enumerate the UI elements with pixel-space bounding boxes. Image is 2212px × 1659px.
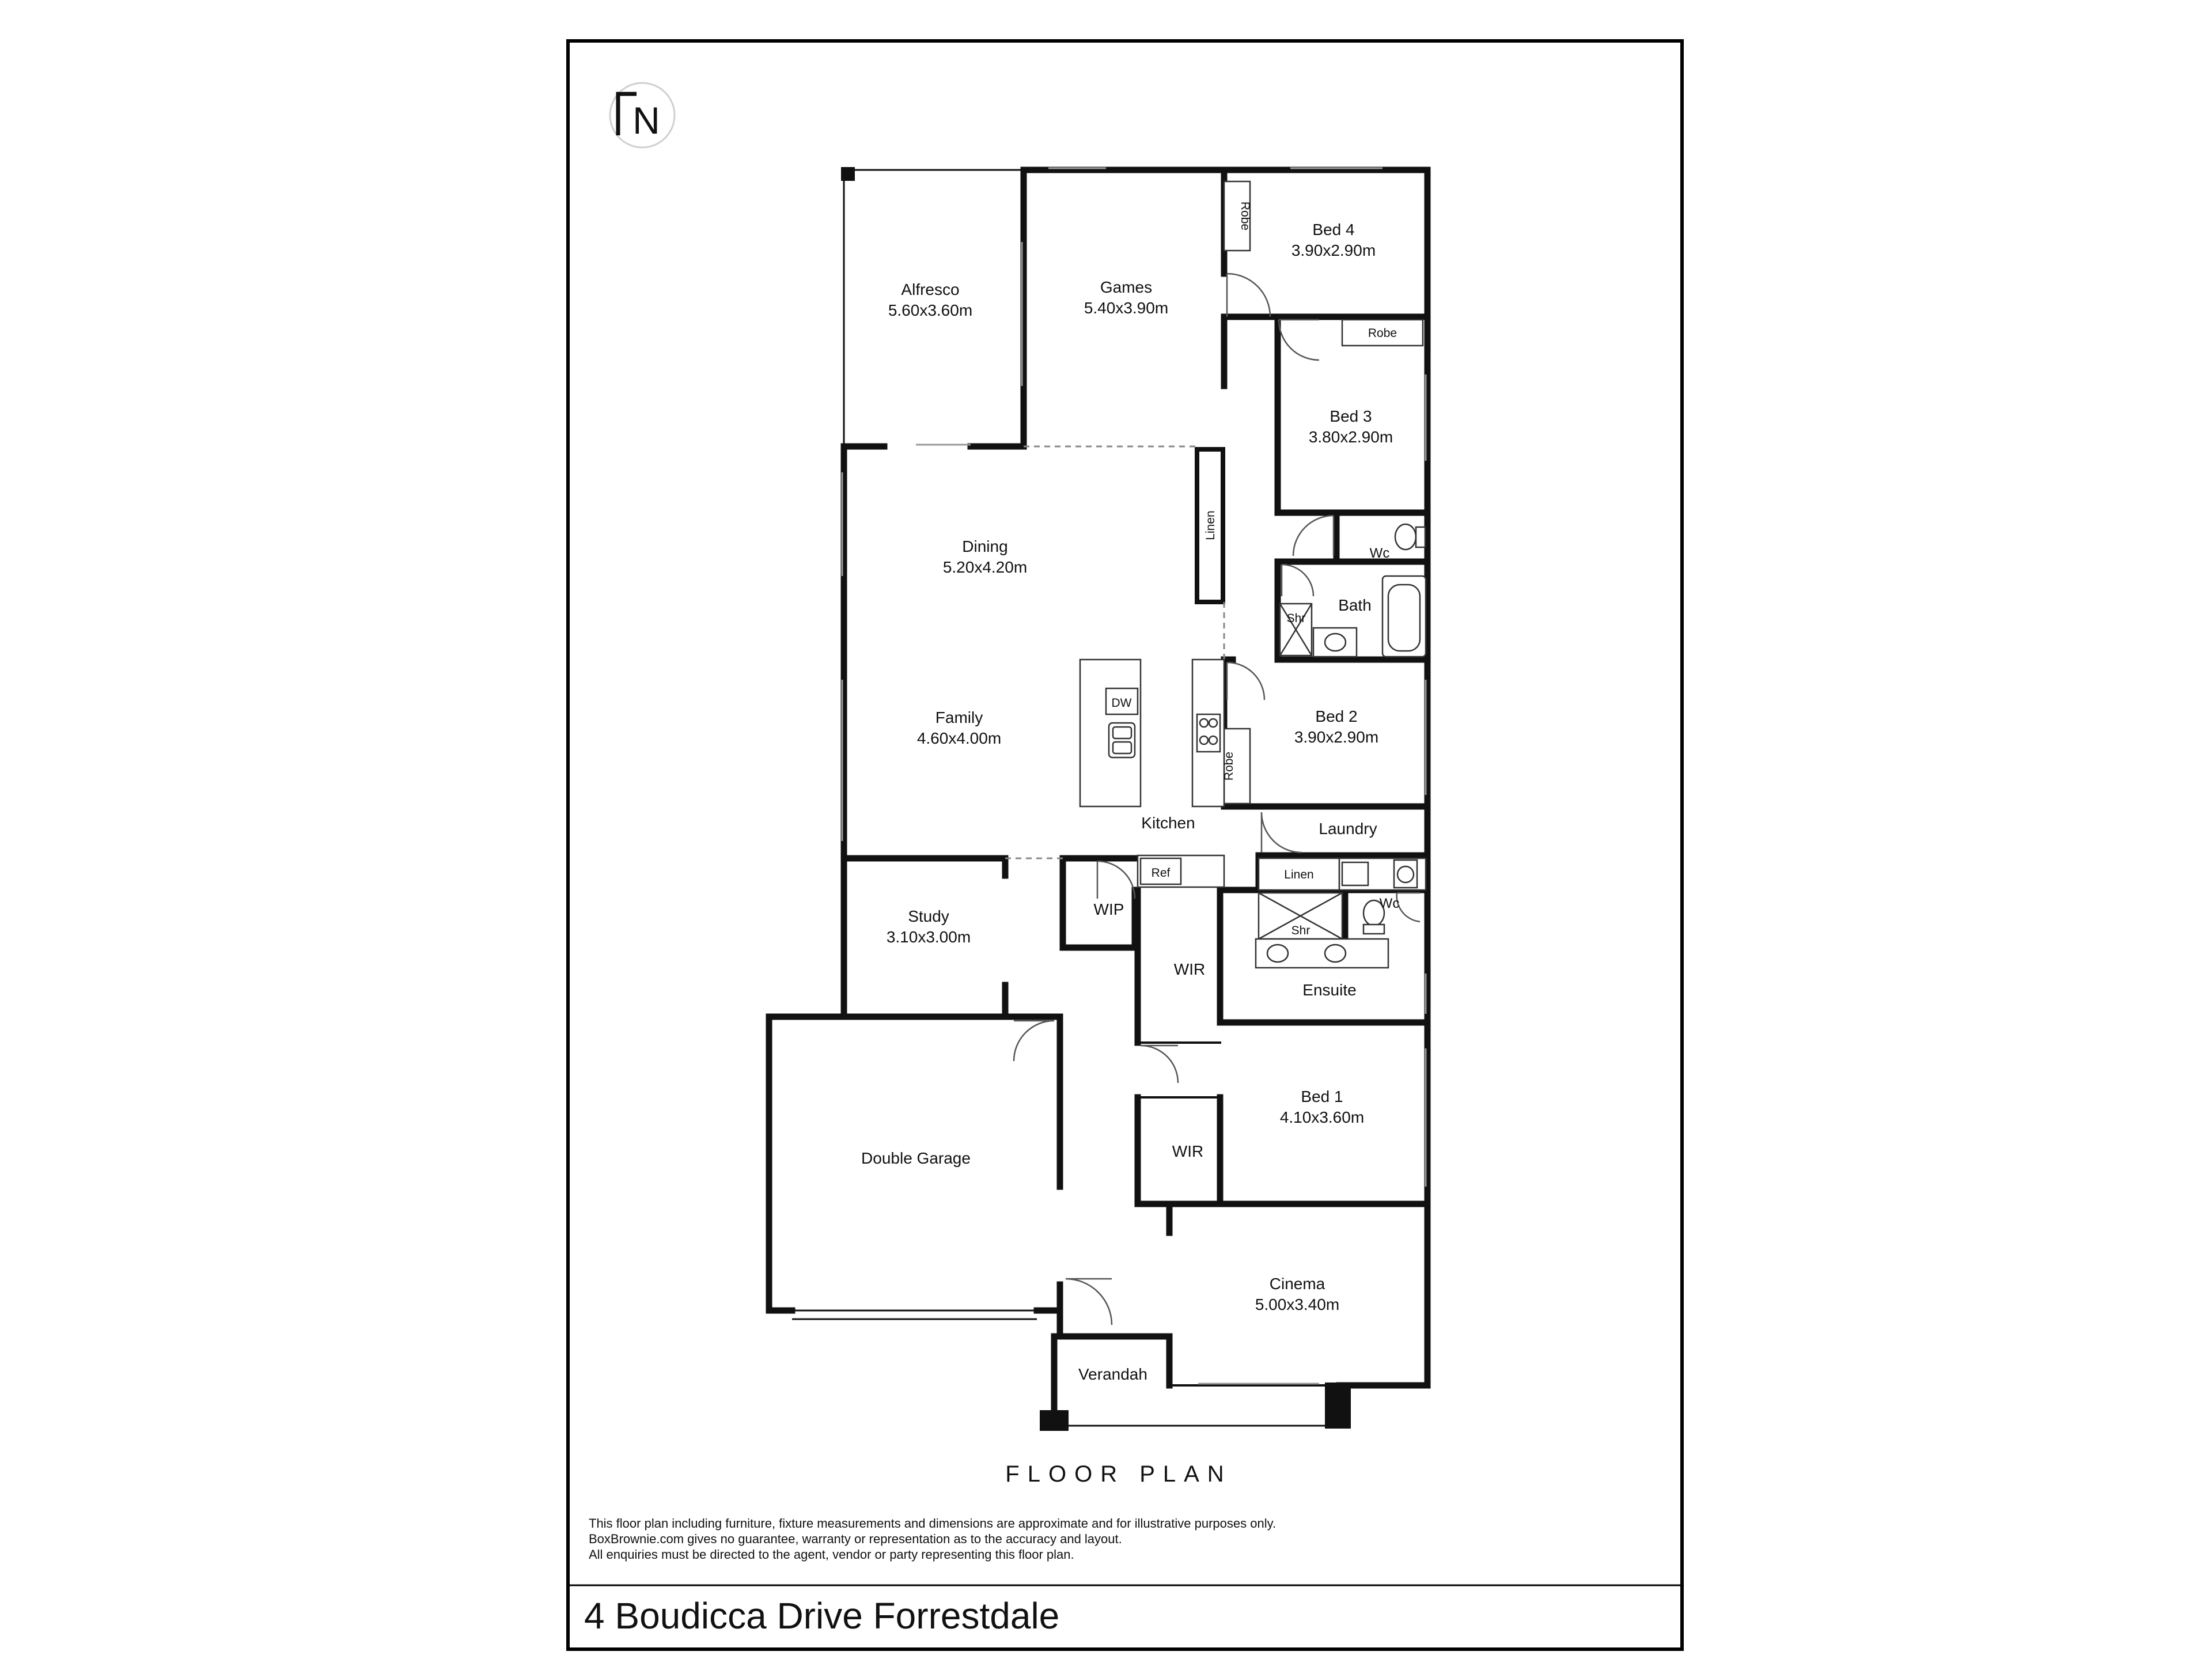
windows (841, 167, 1427, 1385)
label-robe-bed2: Robe (1222, 752, 1236, 781)
label-linen-laundry: Linen (1284, 868, 1313, 881)
logo-letter: N (632, 99, 660, 142)
room-dining-dim: 5.20x4.20m (943, 558, 1027, 576)
room-garage-name: Double Garage (861, 1149, 971, 1167)
north-arrow-icon: N (609, 82, 676, 149)
room-bed1-dim: 4.10x3.60m (1280, 1108, 1364, 1126)
room-alfresco-dim: 5.60x3.60m (888, 301, 972, 319)
room-verandah-name: Verandah (1078, 1365, 1147, 1383)
label-shr-ensuite: Shr (1291, 924, 1310, 937)
room-bed2-name: Bed 2 (1315, 707, 1357, 725)
room-study-dim: 3.10x3.00m (887, 928, 971, 946)
label-wc-upper: Wc (1370, 546, 1390, 561)
walls (766, 166, 1431, 1429)
room-study-name: Study (908, 907, 949, 925)
label-shr-bath: Shr (1287, 612, 1306, 625)
room-wir1-name: WIR (1174, 960, 1205, 978)
room-cinema-dim: 5.00x3.40m (1255, 1296, 1339, 1313)
fixture-labels: Robe Robe Robe Linen Linen Wc Wc Shr Shr… (1112, 202, 1400, 937)
room-bed3-dim: 3.80x2.90m (1309, 428, 1393, 446)
door-laundry (1260, 812, 1302, 854)
room-labels: Alfresco 5.60x3.60m Games 5.40x3.90m Bed… (861, 221, 1393, 1383)
robe-bed3 (1341, 319, 1424, 347)
room-kitchen-name: Kitchen (1141, 814, 1195, 832)
label-wc-ensuite: Wc (1380, 896, 1400, 911)
room-laundry-name: Laundry (1319, 820, 1377, 838)
linen-laundry (1257, 857, 1340, 891)
post (1325, 1382, 1351, 1429)
property-address: 4 Boudicca Drive Forrestdale (584, 1595, 1059, 1637)
robe-bed2 (1223, 728, 1251, 805)
disclaimer-line-1: This floor plan including furniture, fix… (589, 1516, 1276, 1531)
room-games-dim: 5.40x3.90m (1084, 299, 1168, 317)
label-robe-bed3: Robe (1368, 327, 1397, 340)
room-bed4-name: Bed 4 (1312, 221, 1354, 238)
door-garage (1013, 1020, 1055, 1062)
room-wip-name: WIP (1094, 900, 1124, 918)
room-ensuite-name: Ensuite (1302, 981, 1356, 999)
robe-bed4 (1223, 180, 1251, 252)
door-wip (1096, 860, 1136, 899)
label-linen-hall: Linen (1204, 510, 1217, 540)
door-bed1 (1140, 1044, 1179, 1084)
thin-lines (792, 169, 1325, 1427)
room-bed4-dim: 3.90x2.90m (1291, 241, 1376, 259)
door-ensuite-wc (1396, 892, 1421, 923)
label-ref: Ref (1152, 866, 1171, 880)
door-bed3 (1278, 319, 1320, 361)
label-robe-bed4: Robe (1238, 202, 1252, 230)
door-bed4 (1226, 272, 1271, 317)
door-swings (1013, 272, 1421, 1325)
sheet-border (566, 39, 1684, 1651)
room-wir2-name: WIR (1172, 1142, 1203, 1160)
room-alfresco-name: Alfresco (901, 281, 959, 298)
door-wc (1292, 514, 1335, 556)
room-bath-name: Bath (1338, 596, 1372, 614)
room-bed1-name: Bed 1 (1301, 1088, 1343, 1105)
room-bed2-dim: 3.90x2.90m (1294, 728, 1378, 746)
room-family-dim: 4.60x4.00m (917, 729, 1001, 747)
plan-title: FLOOR PLAN (1005, 1461, 1232, 1487)
label-dw: DW (1112, 696, 1132, 710)
door-bath (1281, 563, 1315, 597)
room-bed3-name: Bed 3 (1330, 407, 1372, 425)
room-cinema-name: Cinema (1270, 1275, 1325, 1293)
room-dining-name: Dining (962, 537, 1007, 555)
room-family-name: Family (935, 709, 983, 726)
door-bed2 (1226, 661, 1266, 700)
door-entry (1065, 1278, 1113, 1325)
disclaimer-line-3: All enquiries must be directed to the ag… (589, 1547, 1074, 1562)
room-games-name: Games (1100, 278, 1152, 296)
open-boundaries (1005, 445, 1225, 859)
fixtures (1079, 180, 1427, 969)
disclaimer-line-2: BoxBrownie.com gives no guarantee, warra… (589, 1532, 1122, 1546)
